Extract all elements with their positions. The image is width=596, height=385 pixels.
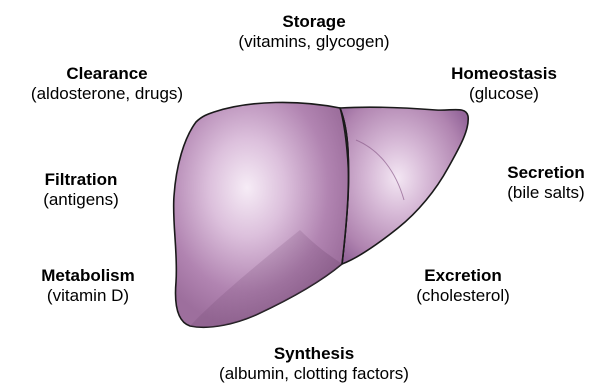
label-filtration: Filtration (antigens) [43,170,119,210]
filtration-detail: (antigens) [43,190,119,210]
metabolism-detail: (vitamin D) [41,286,135,306]
synthesis-detail: (albumin, clotting factors) [219,364,409,384]
homeostasis-title: Homeostasis [451,64,557,84]
metabolism-title: Metabolism [41,266,135,286]
label-excretion: Excretion (cholesterol) [416,266,510,306]
filtration-title: Filtration [43,170,119,190]
label-metabolism: Metabolism (vitamin D) [41,266,135,306]
clearance-detail: (aldosterone, drugs) [31,84,183,104]
label-synthesis: Synthesis (albumin, clotting factors) [219,344,409,384]
secretion-title: Secretion [507,163,584,183]
storage-title: Storage [238,12,389,32]
excretion-title: Excretion [416,266,510,286]
label-homeostasis: Homeostasis (glucose) [451,64,557,104]
label-storage: Storage (vitamins, glycogen) [238,12,389,52]
excretion-detail: (cholesterol) [416,286,510,306]
homeostasis-detail: (glucose) [451,84,557,104]
label-secretion: Secretion (bile salts) [507,163,584,203]
synthesis-title: Synthesis [219,344,409,364]
secretion-detail: (bile salts) [507,183,584,203]
liver-left-lobe [340,107,468,264]
clearance-title: Clearance [31,64,183,84]
storage-detail: (vitamins, glycogen) [238,32,389,52]
label-clearance: Clearance (aldosterone, drugs) [31,64,183,104]
